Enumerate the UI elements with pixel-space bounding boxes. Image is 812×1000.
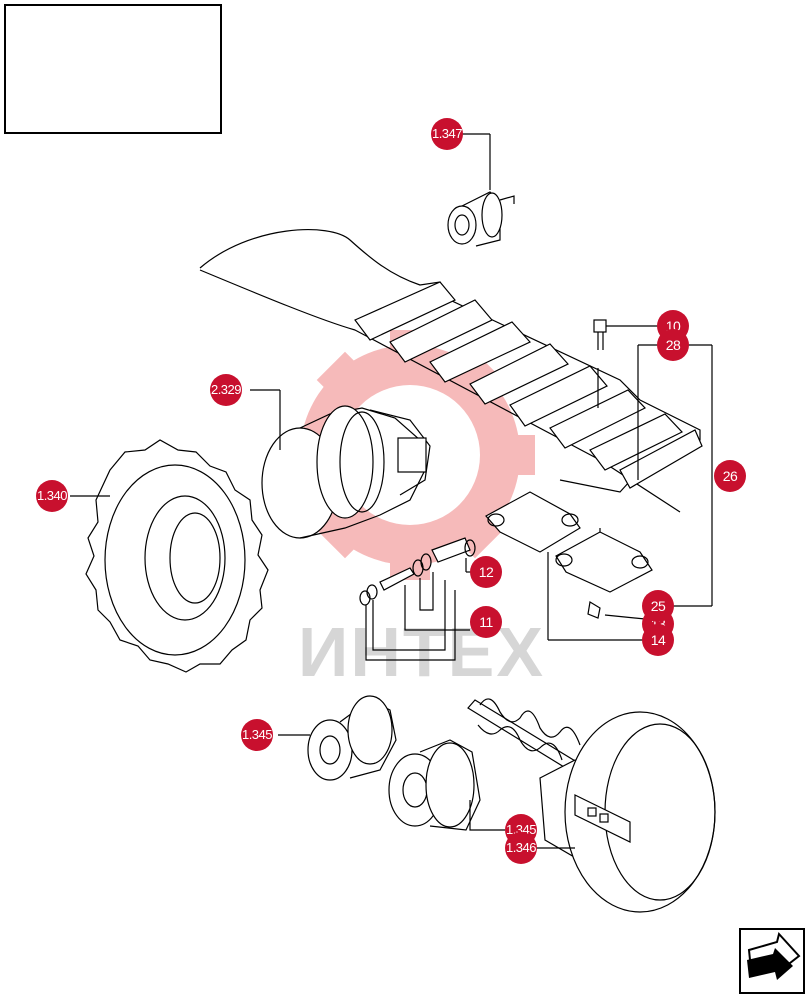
track-roller-alt bbox=[388, 739, 505, 831]
watermark-text: ИНТЕХ bbox=[298, 613, 546, 691]
top-carrier-roller bbox=[447, 133, 515, 247]
callout-1.340[interactable]: 1.340 bbox=[36, 480, 68, 512]
final-drive-motor bbox=[250, 389, 431, 539]
callout-25[interactable]: 25 bbox=[642, 590, 674, 622]
recoil-spring-idler bbox=[467, 698, 716, 913]
track-roller bbox=[278, 695, 397, 781]
track-link-assembly bbox=[485, 491, 656, 641]
track-shoe-chain bbox=[199, 229, 703, 513]
callout-1.346[interactable]: 1.346 bbox=[505, 832, 537, 864]
callout-11[interactable]: 11 bbox=[470, 606, 502, 638]
track-bolt bbox=[593, 319, 660, 350]
callout-12[interactable]: 12 bbox=[470, 556, 502, 588]
next-page-button[interactable] bbox=[739, 928, 805, 994]
drive-sprocket bbox=[70, 439, 269, 673]
callout-2.329[interactable]: 2.329 bbox=[210, 374, 242, 406]
callout-1.347[interactable]: 1.347 bbox=[431, 118, 463, 150]
callout-26[interactable]: 26 bbox=[714, 460, 746, 492]
callout-28[interactable]: 28 bbox=[657, 329, 689, 361]
track-pin-set bbox=[359, 537, 476, 661]
callout-1.345-roller[interactable]: 1.345 bbox=[241, 719, 273, 751]
next-page-arrow-icon bbox=[747, 931, 801, 980]
callout-14[interactable]: 14 bbox=[642, 624, 674, 656]
title-block bbox=[4, 4, 222, 134]
